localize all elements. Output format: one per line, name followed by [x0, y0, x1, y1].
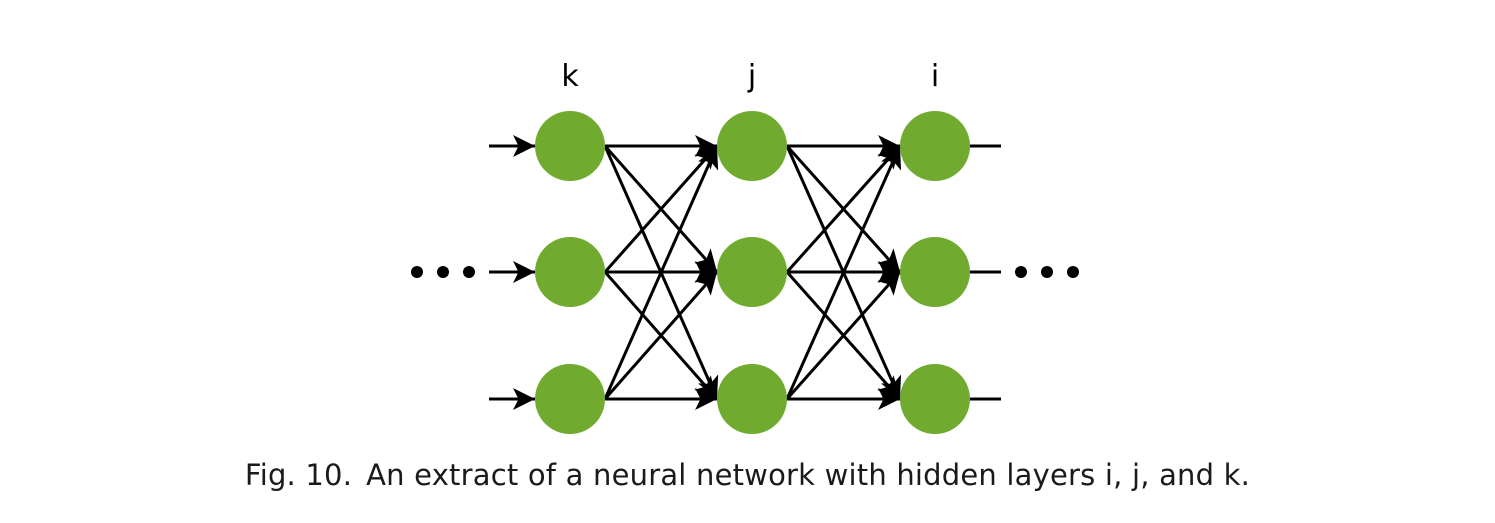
leading-ellipsis-dot-1 — [437, 266, 449, 278]
trailing-ellipsis-dot-2 — [1067, 266, 1079, 278]
trailing-ellipsis-dot-1 — [1041, 266, 1053, 278]
node-i-0 — [900, 111, 970, 181]
edges-group — [489, 135, 1001, 410]
layer-label-j: j — [747, 59, 756, 94]
node-j-0 — [717, 111, 787, 181]
ellipsis-group — [411, 266, 1079, 278]
node-k-1 — [535, 237, 605, 307]
layer-label-k: k — [561, 59, 579, 94]
caption-text: An extract of a neural network with hidd… — [366, 458, 1251, 492]
layer-label-i: i — [931, 59, 939, 94]
leading-ellipsis-dot-0 — [411, 266, 423, 278]
trailing-ellipsis-dot-0 — [1015, 266, 1027, 278]
node-k-0 — [535, 111, 605, 181]
edge-j2-i0 — [785, 145, 902, 400]
node-j-1 — [717, 237, 787, 307]
nodes-group — [535, 111, 970, 434]
node-k-2 — [535, 364, 605, 434]
figure-caption: Fig. 10. An extract of a neural network w… — [0, 458, 1495, 492]
leading-ellipsis-dot-2 — [463, 266, 475, 278]
figure-number: Fig. 10. — [244, 458, 353, 492]
edge-k2-j1 — [603, 271, 719, 400]
edge-j2-i1 — [785, 271, 902, 400]
node-i-2 — [900, 364, 970, 434]
node-j-2 — [717, 364, 787, 434]
edge-k2-j0 — [603, 145, 719, 400]
node-i-1 — [900, 237, 970, 307]
